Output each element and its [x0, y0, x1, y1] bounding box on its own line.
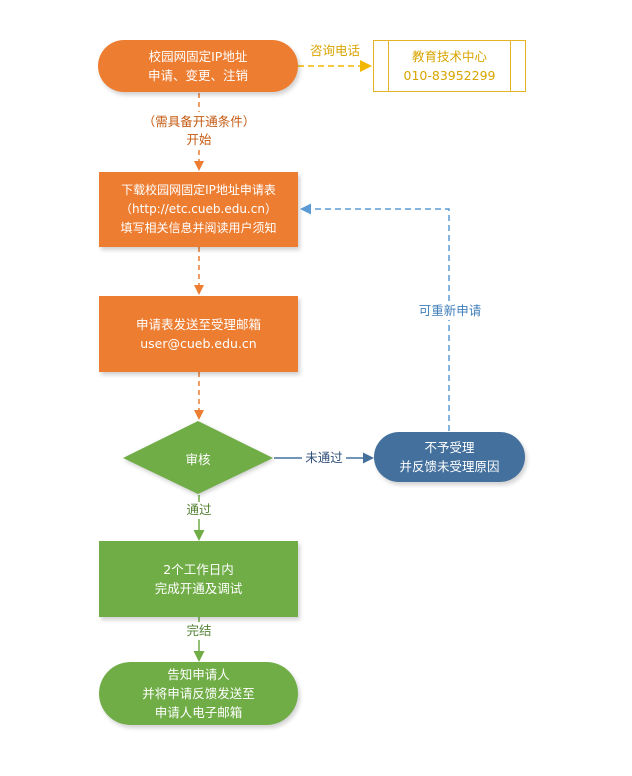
download-line1: 下载校园网固定IP地址申请表 — [121, 183, 276, 197]
notify-line2: 并将申请反馈发送至 — [142, 686, 255, 701]
complete-line2: 完成开通及调试 — [154, 581, 243, 596]
edge-label-consult: 咨询电话 — [309, 43, 360, 58]
notify-line3: 申请人电子邮箱 — [154, 705, 243, 720]
start-line1: 校园网固定IP地址 — [148, 49, 248, 64]
send-email: user@cueb.edu.cn — [140, 336, 257, 351]
contact-box-left-bar — [388, 41, 389, 91]
review-label: 审核 — [185, 452, 211, 467]
complete-line1: 2个工作日内 — [163, 562, 234, 577]
start-node: 校园网固定IP地址 申请、变更、注销 — [98, 40, 298, 92]
edge-reapply — [300, 203, 450, 431]
edge-label-fail: 未通过 — [305, 450, 343, 465]
download-node: 下载校园网固定IP地址申请表 （http://etc.cueb.edu.cn） … — [99, 172, 298, 247]
contact-phone: 010-83952299 — [403, 68, 496, 83]
notify-node: 告知申请人 并将申请反馈发送至 申请人电子邮箱 — [99, 662, 298, 725]
download-line3: 填写相关信息并阅读用户须知 — [120, 221, 277, 235]
edge-label-pass: 通过 — [186, 502, 212, 517]
send-node: 申请表发送至受理邮箱 user@cueb.edu.cn — [99, 296, 298, 372]
edge-label-reapply: 可重新申请 — [410, 302, 490, 320]
review-diamond — [123, 421, 273, 494]
reject-line1: 不予受理 — [424, 440, 475, 455]
notify-line1: 告知申请人 — [167, 667, 230, 682]
prereq-line2: 开始 — [186, 132, 212, 147]
start-line2: 申请、变更、注销 — [147, 68, 248, 83]
prereq-line1: （需具备开通条件） — [142, 114, 256, 129]
complete-node: 2个工作日内 完成开通及调试 — [99, 541, 298, 617]
send-line1: 申请表发送至受理邮箱 — [135, 317, 261, 332]
contact-box: 教育技术中心 010-83952299 — [373, 40, 526, 92]
reject-line2: 并反馈未受理原因 — [399, 459, 500, 474]
edge-label-prereq: （需具备开通条件） 开始 — [129, 113, 269, 149]
contact-line1: 教育技术中心 — [411, 49, 487, 64]
download-url: （http://etc.cueb.edu.cn） — [120, 202, 277, 216]
reject-node: 不予受理 并反馈未受理原因 — [374, 432, 525, 482]
contact-box-right-bar — [510, 41, 511, 91]
edge-label-done: 完结 — [186, 623, 212, 638]
